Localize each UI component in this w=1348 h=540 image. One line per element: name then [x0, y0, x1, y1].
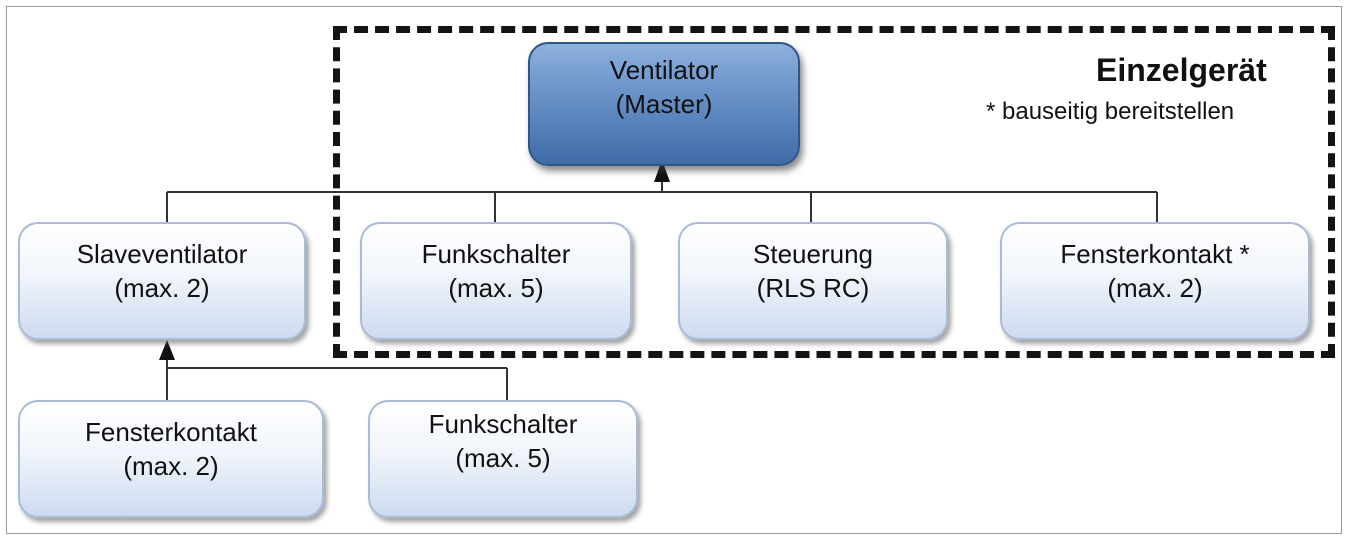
node-funkschalter-bottom: Funkschalter (max. 5) [368, 400, 638, 518]
node-label-line1: Fensterkontakt [85, 417, 257, 447]
diagram-frame [6, 6, 1342, 534]
node-funkschalter-top: Funkschalter (max. 5) [360, 222, 632, 340]
einzelgeraet-boundary [333, 26, 1335, 358]
node-label-line1: Steuerung [753, 239, 873, 269]
node-label-line2: (max. 5) [455, 442, 551, 473]
einzelgeraet-title: Einzelgerät [1096, 52, 1267, 88]
node-label-line1: Funkschalter [421, 239, 571, 269]
node-steuerung: Steuerung (RLS RC) [678, 222, 948, 340]
node-fensterkontakt-bottom: Fensterkontakt (max. 2) [18, 400, 324, 518]
arrow-to-master [654, 160, 670, 182]
node-label-line1: Ventilator [609, 55, 719, 85]
node-label-line2: (RLS RC) [756, 272, 870, 303]
node-label-line2: (max. 2) [123, 450, 219, 481]
note-text: * bauseitig bereitstellen [986, 98, 1235, 125]
arrow-to-slave [159, 340, 175, 360]
node-label-line2: (max. 2) [114, 272, 210, 303]
node-slaveventilator: Slaveventilator (max. 2) [18, 222, 306, 340]
node-label-line2: (max. 2) [1107, 272, 1203, 303]
node-label-line2: (Master) [615, 88, 713, 119]
node-fensterkontakt-top: Fensterkontakt * (max. 2) [1000, 222, 1310, 340]
node-ventilator-master: Ventilator (Master) [528, 42, 800, 166]
node-label-line1: Funkschalter [428, 409, 578, 439]
node-label-line1: Slaveventilator [76, 239, 248, 269]
node-label-line1: Fensterkontakt * [1060, 239, 1250, 269]
node-label-line2: (max. 5) [448, 272, 544, 303]
